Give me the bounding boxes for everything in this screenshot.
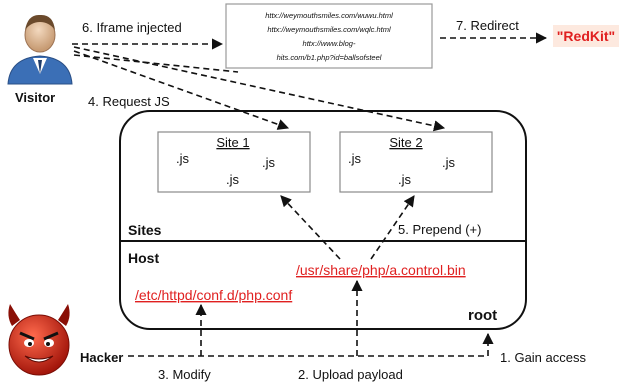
sites-section-label: Sites (128, 222, 162, 238)
injected-url-line: httx://weymouthsmiles.com/wuwu.html (265, 11, 393, 20)
hacker-label: Hacker (80, 350, 123, 365)
site2-box (339, 131, 493, 193)
site1-box (157, 131, 311, 193)
redkit-label: "RedKit" (557, 28, 615, 44)
control-bin-path: /usr/share/php/a.control.bin (296, 262, 466, 278)
injected-urls-box (225, 3, 433, 69)
iframe-link-line (73, 54, 239, 73)
root-label: root (468, 307, 497, 324)
js-file-label: .js (262, 155, 276, 170)
site2-title: Site 2 (389, 135, 422, 150)
step-label: 1. Gain access (500, 350, 586, 365)
step-label: 4. Request JS (88, 94, 170, 109)
step-label: 3. Modify (158, 367, 211, 382)
host-section-label: Host (128, 250, 159, 266)
js-file-label: .js (226, 172, 240, 187)
js-file-label: .js (442, 155, 456, 170)
prepend-arrow-site2 (370, 195, 415, 260)
step-label: 7. Redirect (456, 18, 519, 33)
request-js-arrow-site2 (73, 46, 446, 132)
hacker-devil-icon (8, 304, 70, 376)
injected-url-line: httx://www.blog- (303, 39, 356, 48)
step-label: 6. Iframe injected (82, 20, 182, 35)
step-label: 2. Upload payload (298, 367, 403, 382)
redkit-highlight (553, 25, 619, 47)
step-label: 5. Prepend (+) (398, 222, 481, 237)
js-file-label: .js (398, 172, 412, 187)
php-conf-path: /etc/httpd/conf.d/php.conf (135, 287, 292, 303)
injected-url-line: hits.com/b1.php?id=ballsofsteel (277, 53, 382, 62)
visitor-icon (7, 14, 73, 85)
site1-title: Site 1 (216, 135, 249, 150)
js-file-label: .js (176, 151, 190, 166)
request-js-arrow-site1 (73, 50, 290, 130)
gain-access-arrow (128, 332, 494, 357)
js-file-label: .js (348, 151, 362, 166)
injected-url-line: httx://weymouthsmiles.com/wqlc.html (267, 25, 391, 34)
prepend-arrow-site1 (280, 195, 341, 260)
visitor-label: Visitor (15, 90, 55, 105)
